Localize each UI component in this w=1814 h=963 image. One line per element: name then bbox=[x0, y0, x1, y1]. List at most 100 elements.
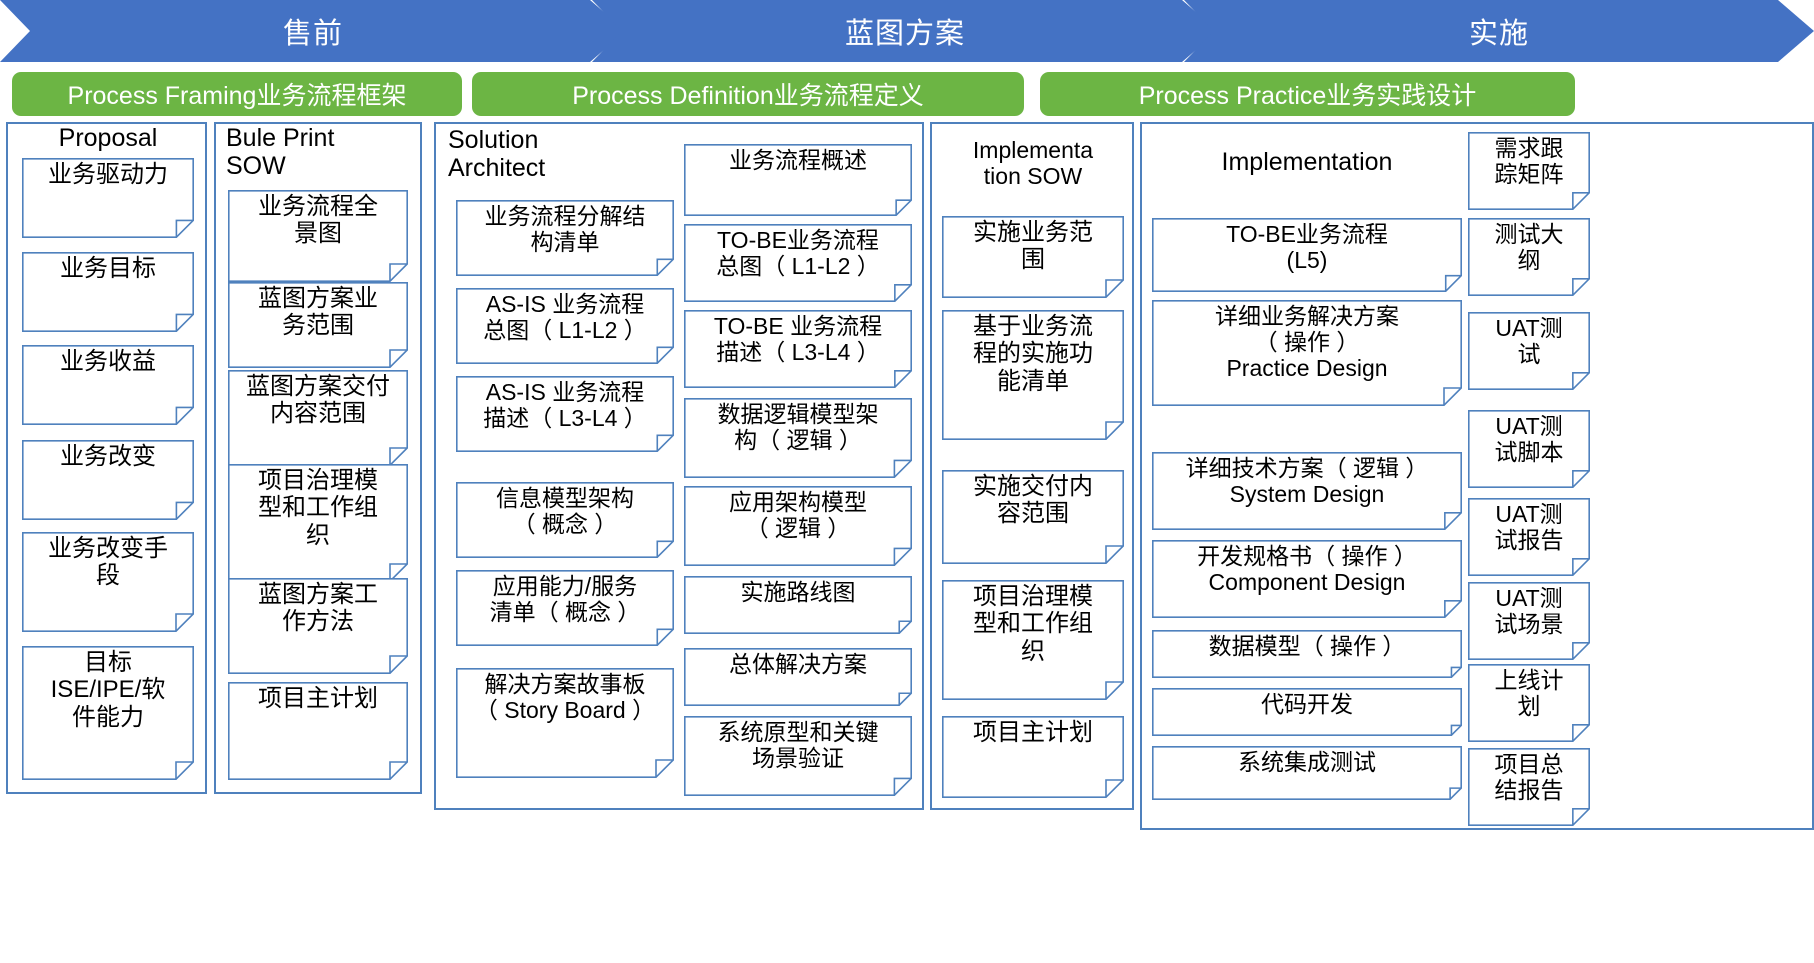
doc-node-label: TO-BE 业务流程 描述（ L3-L4 ） bbox=[713, 313, 883, 366]
pill-label: Process Practice业务实践设计 bbox=[1138, 82, 1477, 110]
doc-node-label: 项目治理模 型和工作组 织 bbox=[258, 467, 378, 549]
doc-node-blueprint-sow-1[interactable]: 业务流程全 景图 bbox=[228, 190, 408, 282]
folded-document-icon bbox=[22, 345, 194, 425]
group-caption-blueprint-sow: Bule Print SOW bbox=[226, 124, 335, 180]
doc-node-label: 应用能力/服务 清单（ 概念 ） bbox=[489, 573, 641, 626]
folded-document-icon bbox=[684, 486, 912, 566]
folded-document-icon bbox=[1468, 498, 1590, 576]
doc-node-process-definition-6[interactable]: 实施路线图 bbox=[684, 576, 912, 634]
folded-document-icon bbox=[1152, 540, 1462, 618]
folded-document-icon bbox=[22, 440, 194, 520]
doc-node-implementation-sow-1[interactable]: 实施业务范 围 bbox=[942, 216, 1124, 298]
doc-node-implementation-6[interactable]: 代码开发 bbox=[1152, 688, 1462, 736]
doc-node-implementation-2[interactable]: 详细业务解决方案 （ 操作 ） Practice Design bbox=[1152, 300, 1462, 406]
folded-document-icon bbox=[1468, 312, 1590, 390]
folded-document-icon bbox=[456, 200, 674, 276]
doc-node-deliverables-2[interactable]: 测试大 纲 bbox=[1468, 218, 1590, 296]
folded-document-icon bbox=[228, 464, 408, 582]
doc-node-deliverables-6[interactable]: UAT测 试场景 bbox=[1468, 582, 1590, 660]
group-caption-solution-architect: Solution Architect bbox=[448, 126, 546, 182]
doc-node-label: 测试大 纲 bbox=[1494, 221, 1564, 274]
doc-node-solution-architect-5[interactable]: 应用能力/服务 清单（ 概念 ） bbox=[456, 570, 674, 646]
doc-node-proposal-4[interactable]: 业务改变 bbox=[22, 440, 194, 520]
doc-node-deliverables-5[interactable]: UAT测 试报告 bbox=[1468, 498, 1590, 576]
doc-node-label: 需求跟 踪矩阵 bbox=[1494, 135, 1564, 188]
doc-node-process-definition-5[interactable]: 应用架构模型 （ 逻辑 ） bbox=[684, 486, 912, 566]
doc-node-label: 实施路线图 bbox=[740, 579, 856, 605]
doc-node-label: UAT测 试 bbox=[1495, 315, 1563, 368]
group-caption-implementation-sow: Implementa tion SOW bbox=[972, 137, 1094, 189]
pill-label: Process Definition业务流程定义 bbox=[572, 82, 924, 110]
doc-node-process-definition-3[interactable]: TO-BE 业务流程 描述（ L3-L4 ） bbox=[684, 310, 912, 388]
folded-document-icon bbox=[22, 532, 194, 632]
folded-document-icon bbox=[1468, 132, 1590, 210]
doc-node-label: 蓝图方案交付 内容范围 bbox=[246, 373, 390, 428]
doc-node-process-definition-1[interactable]: 业务流程概述 bbox=[684, 144, 912, 216]
doc-node-solution-architect-1[interactable]: 业务流程分解结 构清单 bbox=[456, 200, 674, 276]
phase-chevron-implementation[interactable]: 实施 bbox=[1184, 0, 1814, 62]
doc-node-label: 基于业务流 程的实施功 能清单 bbox=[973, 313, 1093, 395]
pill-process-practice[interactable]: Process Practice业务实践设计 bbox=[1040, 72, 1575, 116]
doc-node-process-definition-8[interactable]: 系统原型和关键 场景验证 bbox=[684, 716, 912, 796]
folded-document-icon bbox=[1152, 452, 1462, 530]
doc-node-label: 业务目标 bbox=[60, 255, 156, 282]
doc-node-process-definition-4[interactable]: 数据逻辑模型架 构（ 逻辑 ） bbox=[684, 398, 912, 478]
doc-node-blueprint-sow-6[interactable]: 项目主计划 bbox=[228, 682, 408, 780]
doc-node-implementation-4[interactable]: 开发规格书（ 操作 ） Component Design bbox=[1152, 540, 1462, 618]
doc-node-deliverables-3[interactable]: UAT测 试 bbox=[1468, 312, 1590, 390]
pill-process-definition[interactable]: Process Definition业务流程定义 bbox=[472, 72, 1024, 116]
doc-node-label: 总体解决方案 bbox=[729, 651, 867, 677]
doc-node-deliverables-7[interactable]: 上线计 划 bbox=[1468, 664, 1590, 742]
doc-node-proposal-6[interactable]: 目标 ISE/IPE/软 件能力 bbox=[22, 646, 194, 780]
doc-node-label: 项目总 结报告 bbox=[1494, 751, 1564, 804]
doc-node-blueprint-sow-3[interactable]: 蓝图方案交付 内容范围 bbox=[228, 370, 408, 466]
doc-node-label: 系统原型和关键 场景验证 bbox=[717, 719, 879, 772]
doc-node-implementation-sow-4[interactable]: 项目治理模 型和工作组 织 bbox=[942, 580, 1124, 700]
folded-document-icon bbox=[456, 288, 674, 364]
doc-node-implementation-7[interactable]: 系统集成测试 bbox=[1152, 746, 1462, 800]
folded-document-icon bbox=[942, 716, 1124, 798]
doc-node-deliverables-1[interactable]: 需求跟 踪矩阵 bbox=[1468, 132, 1590, 210]
doc-node-proposal-5[interactable]: 业务改变手 段 bbox=[22, 532, 194, 632]
doc-node-implementation-3[interactable]: 详细技术方案（ 逻辑 ） System Design bbox=[1152, 452, 1462, 530]
doc-node-label: 详细业务解决方案 （ 操作 ） Practice Design bbox=[1215, 303, 1399, 382]
doc-node-proposal-3[interactable]: 业务收益 bbox=[22, 345, 194, 425]
doc-node-solution-architect-6[interactable]: 解决方案故事板 （ Story Board ） bbox=[456, 668, 674, 778]
doc-node-implementation-sow-2[interactable]: 基于业务流 程的实施功 能清单 bbox=[942, 310, 1124, 440]
folded-document-icon bbox=[228, 282, 408, 368]
doc-node-solution-architect-2[interactable]: AS-IS 业务流程 总图（ L1-L2 ） bbox=[456, 288, 674, 364]
folded-document-icon bbox=[942, 470, 1124, 564]
phase-chevron-presales[interactable]: 售前 bbox=[0, 0, 626, 62]
doc-node-label: 业务流程全 景图 bbox=[258, 193, 378, 248]
doc-node-blueprint-sow-2[interactable]: 蓝图方案业 务范围 bbox=[228, 282, 408, 368]
doc-node-solution-architect-3[interactable]: AS-IS 业务流程 描述（ L3-L4 ） bbox=[456, 376, 674, 452]
doc-node-deliverables-8[interactable]: 项目总 结报告 bbox=[1468, 748, 1590, 826]
folded-document-icon bbox=[228, 370, 408, 466]
doc-node-label: 业务改变手 段 bbox=[48, 535, 168, 590]
phase-chevron-blueprint[interactable]: 蓝图方案 bbox=[592, 0, 1218, 62]
doc-node-implementation-sow-3[interactable]: 实施交付内 容范围 bbox=[942, 470, 1124, 564]
doc-node-label: 数据逻辑模型架 构（ 逻辑 ） bbox=[717, 401, 879, 454]
doc-node-label: 项目治理模 型和工作组 织 bbox=[973, 583, 1093, 665]
folded-document-icon bbox=[684, 224, 912, 302]
doc-node-blueprint-sow-5[interactable]: 蓝图方案工 作方法 bbox=[228, 578, 408, 674]
doc-node-implementation-sow-5[interactable]: 项目主计划 bbox=[942, 716, 1124, 798]
doc-node-label: 业务流程概述 bbox=[729, 147, 867, 173]
doc-node-label: 项目主计划 bbox=[973, 719, 1093, 746]
doc-node-proposal-2[interactable]: 业务目标 bbox=[22, 252, 194, 332]
doc-node-proposal-1[interactable]: 业务驱动力 bbox=[22, 158, 194, 238]
doc-node-implementation-1[interactable]: TO-BE业务流程 (L5) bbox=[1152, 218, 1462, 292]
folded-document-icon bbox=[22, 646, 194, 780]
doc-node-deliverables-4[interactable]: UAT测 试脚本 bbox=[1468, 410, 1590, 488]
doc-node-process-definition-2[interactable]: TO-BE业务流程 总图（ L1-L2 ） bbox=[684, 224, 912, 302]
doc-node-label: 业务流程分解结 构清单 bbox=[484, 203, 646, 256]
doc-node-implementation-5[interactable]: 数据模型（ 操作 ） bbox=[1152, 630, 1462, 678]
doc-node-solution-architect-4[interactable]: 信息模型架构 （ 概念 ） bbox=[456, 482, 674, 558]
doc-node-blueprint-sow-4[interactable]: 项目治理模 型和工作组 织 bbox=[228, 464, 408, 582]
folded-document-icon bbox=[456, 376, 674, 452]
doc-node-process-definition-7[interactable]: 总体解决方案 bbox=[684, 648, 912, 706]
doc-node-label: 上线计 划 bbox=[1494, 667, 1564, 720]
pill-process-framing[interactable]: Process Framing业务流程框架 bbox=[12, 72, 462, 116]
group-caption-implementation: Implementation bbox=[1221, 148, 1393, 176]
doc-node-label: 数据模型（ 操作 ） bbox=[1208, 633, 1406, 659]
